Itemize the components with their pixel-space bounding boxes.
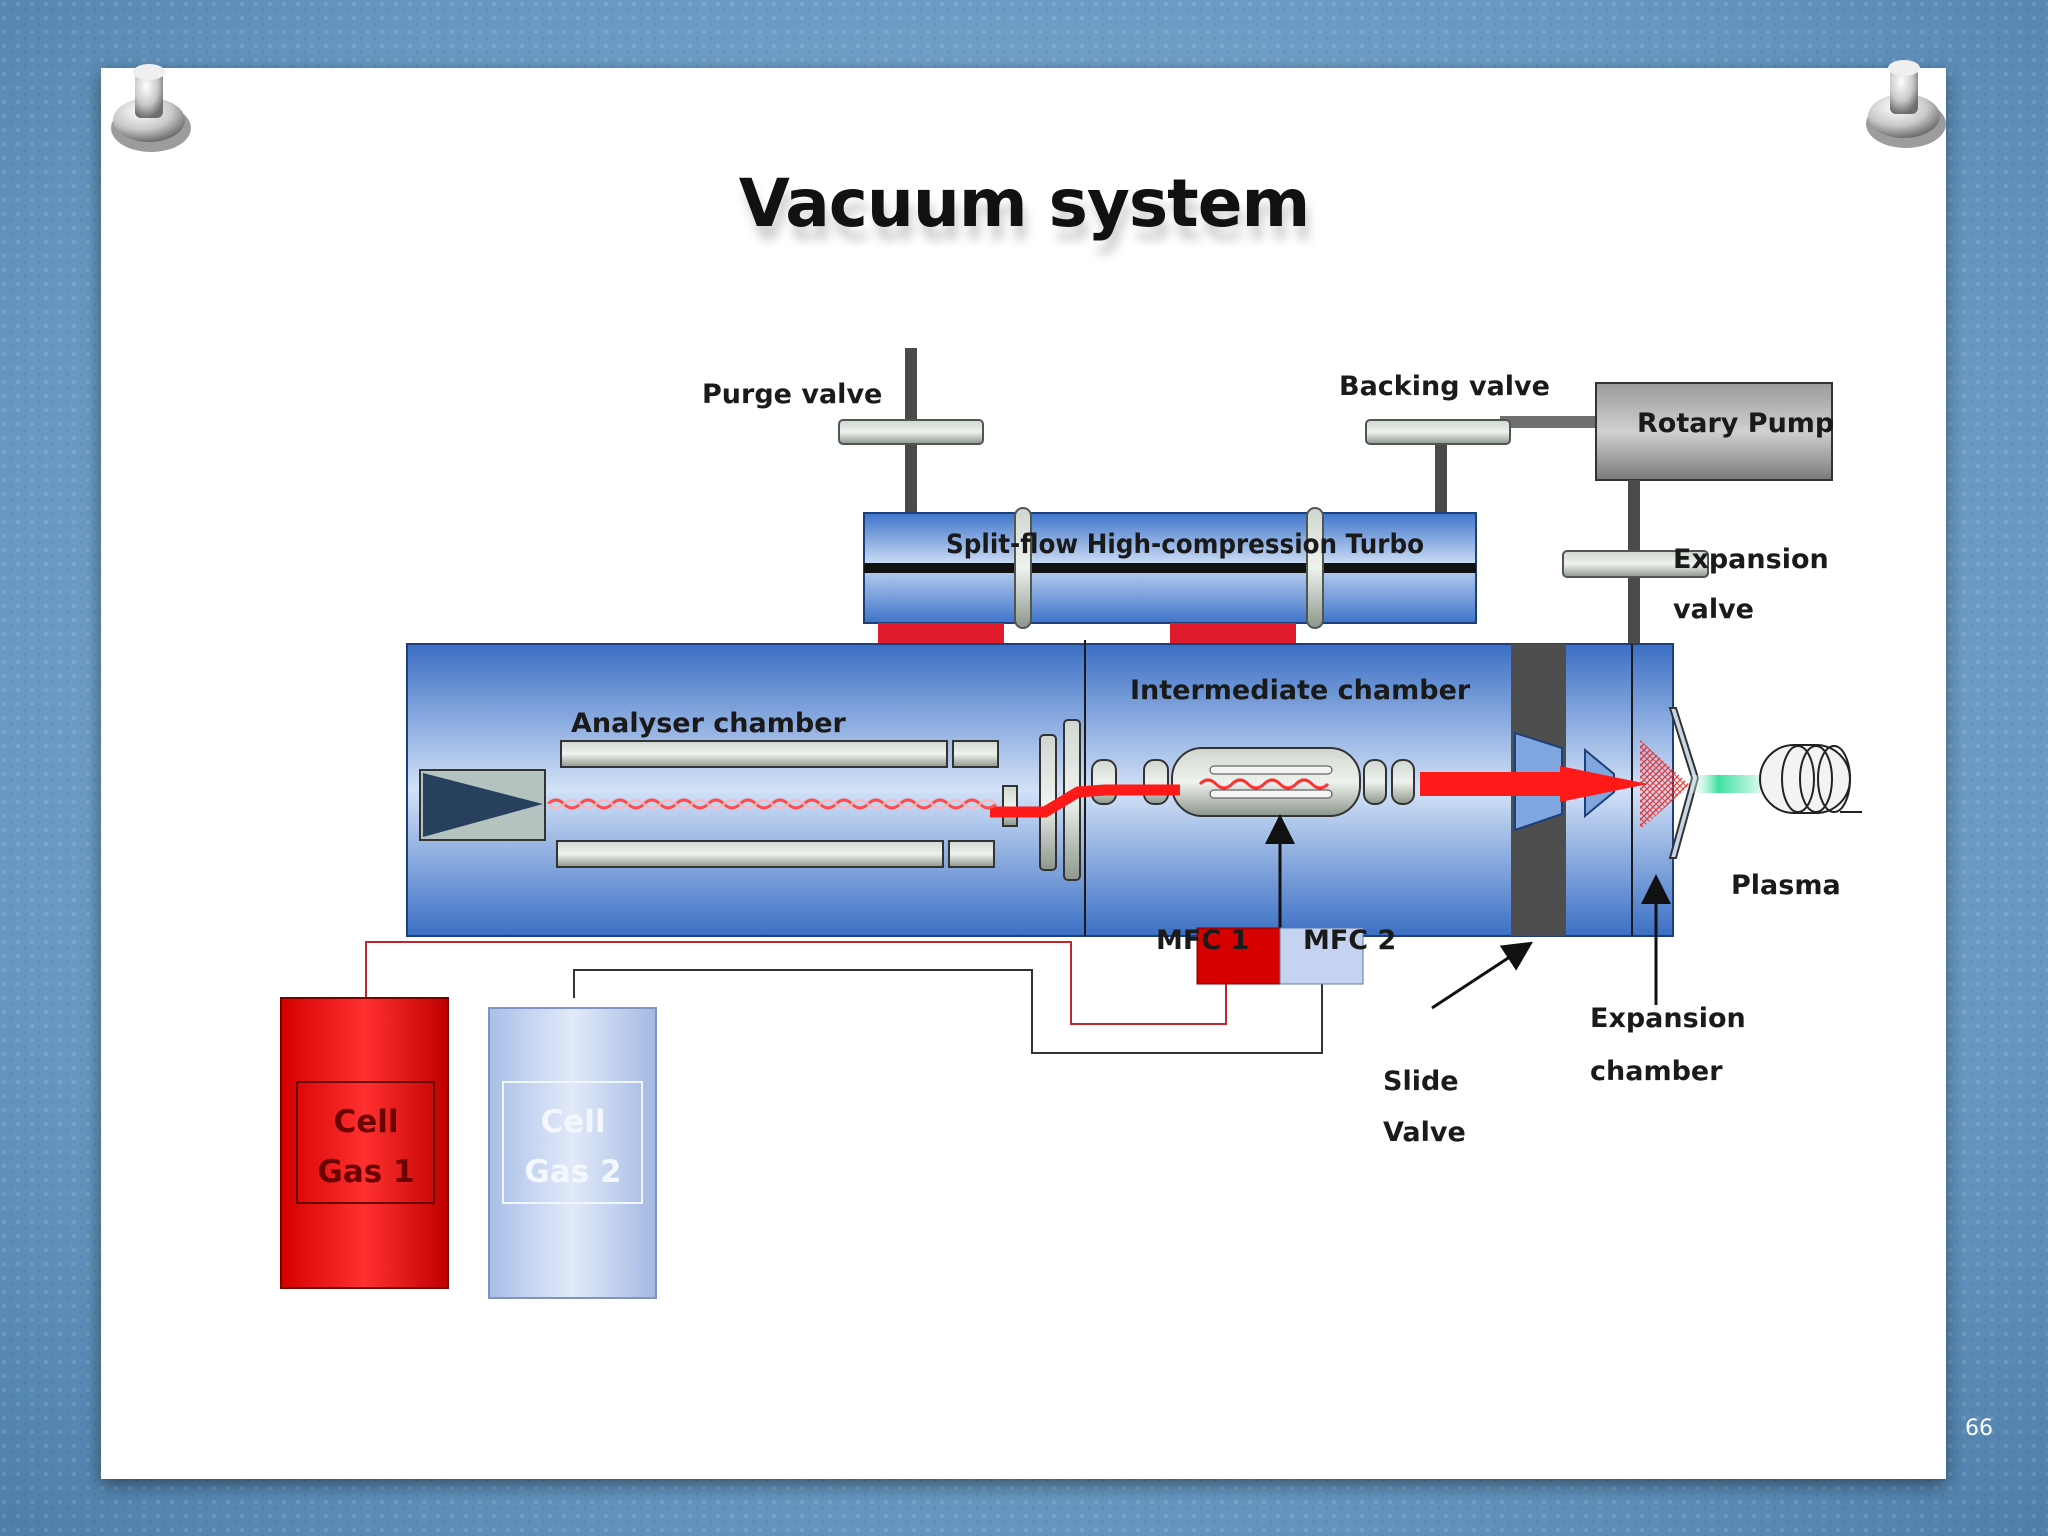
turbo-pump: [863, 507, 1477, 643]
expansion-chamber-label-1: Expansion: [1590, 1003, 1746, 1034]
intermediate-chamber-label: Intermediate chamber: [1130, 675, 1471, 706]
plasma-torch: [1759, 744, 1862, 814]
pin-right-icon: [1866, 60, 1946, 148]
cell-gas-2-cylinder: [488, 1007, 657, 1299]
analyser-quadrupole: [556, 740, 1018, 868]
rotary-pump-label: Rotary Pump: [1637, 408, 1834, 439]
expansion-valve-label-2: valve: [1673, 594, 1754, 625]
cell-gas-2-label-2: Gas 2: [524, 1154, 621, 1190]
purge-valve: [838, 348, 984, 513]
mfc-units: [1196, 927, 1364, 985]
expansion-valve-label-1: Expansion: [1673, 544, 1829, 575]
ion-beam: [546, 740, 1760, 830]
detector: [419, 769, 546, 841]
cell-gas-1-label-1: Cell: [333, 1104, 398, 1140]
cell-gas-1-cylinder: [280, 997, 449, 1289]
slide-valve-arrow: [1431, 941, 1534, 1010]
plasma-label: Plasma: [1731, 870, 1841, 901]
turbo-label: Split-flow High-compression Turbo: [946, 529, 1424, 560]
mfc-1-label: MFC 1: [1156, 925, 1249, 956]
mfc-2-label: MFC 2: [1303, 925, 1396, 956]
gas-lines: [365, 814, 1323, 1054]
rotary-pump: [1595, 382, 1833, 645]
slide-title: Vacuum system: [738, 165, 1311, 242]
pin-left-icon: [111, 64, 191, 152]
backing-valve: [1365, 416, 1596, 513]
analyser-chamber-label: Analyser chamber: [571, 708, 847, 739]
expansion-valve: [1562, 550, 1709, 578]
slide-valve-label-1: Slide: [1383, 1066, 1459, 1097]
backing-valve-label: Backing valve: [1339, 371, 1550, 402]
expansion-chamber-label-2: chamber: [1590, 1056, 1723, 1087]
cell-gas-2-label-1: Cell: [540, 1104, 605, 1140]
purge-valve-label: Purge valve: [702, 379, 882, 410]
cell-gas-1-label-2: Gas 1: [317, 1154, 414, 1190]
slide-valve-label-2: Valve: [1383, 1117, 1466, 1148]
page-number: 66: [1965, 1416, 1993, 1441]
